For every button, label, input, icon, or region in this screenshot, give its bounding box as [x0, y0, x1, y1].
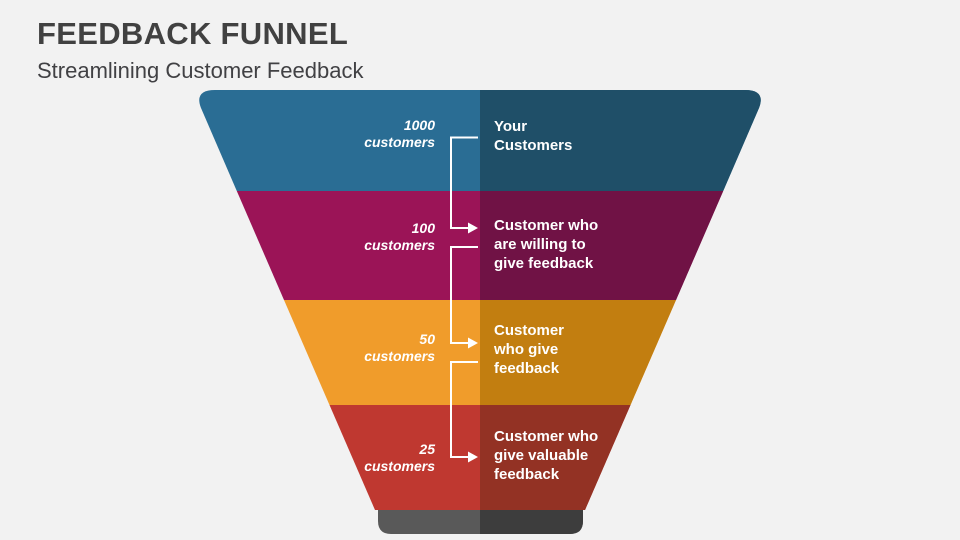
connector-arrowhead-2 [468, 337, 478, 349]
slide-title: FEEDBACK FUNNEL [37, 16, 349, 51]
funnel-description-2: Customer who are willing to give feedbac… [494, 217, 599, 272]
connector-line-1 [450, 136, 478, 229]
funnel-count-label-2: 100 customers [364, 220, 435, 253]
connector-arrowhead-3 [468, 451, 478, 463]
funnel-count-label-3: 50 customers [364, 331, 435, 364]
connector-line-2 [450, 246, 478, 344]
funnel-description-3: Customer who give feedback [494, 322, 565, 377]
funnel-description-4: Customer who give valuable feedback [494, 428, 599, 483]
connector-line-3 [450, 361, 478, 458]
funnel-description-1: Your Customers [494, 118, 573, 154]
funnel-count-label-1: 1000 customers [364, 117, 435, 150]
slide-subtitle: Streamlining Customer Feedback [37, 58, 364, 83]
funnel-count-label-4: 25 customers [364, 441, 435, 474]
connector-arrowhead-1 [468, 222, 478, 234]
